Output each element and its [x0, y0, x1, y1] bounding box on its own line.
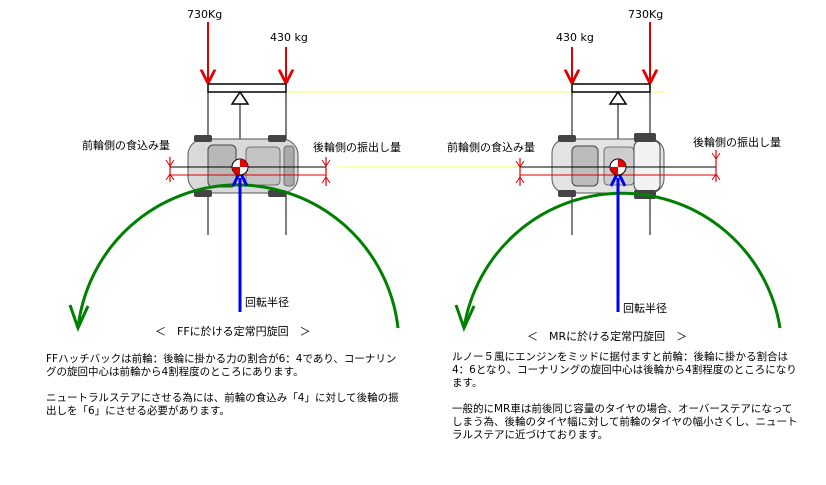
mr-front-weight-label: 430 kg — [556, 31, 594, 44]
arc-arrowhead — [454, 304, 476, 333]
ff-front-weight-label: 730Kg — [187, 8, 223, 21]
fulcrum-icon — [230, 90, 250, 105]
mr-paragraph-1: ルノー５風にエンジンをミッドに据付ますと前輪：後輪に掛かる割合は4：6となり、コ… — [452, 351, 797, 389]
ff-rear-swing-label: 後輪側の振出し量 — [313, 141, 401, 154]
mr-front-intrusion-label: 前輪側の食込み量 — [447, 141, 535, 154]
turn-center-icon — [231, 158, 249, 176]
front-intrusion-marker — [515, 158, 525, 186]
ff-diagram — [68, 22, 400, 333]
ff-radius-label: 回転半径 — [245, 296, 289, 309]
ff-description: FFハッチバックは前輪：後輪に掛かる力の割合が6：4であり、コーナリングの旋回中… — [46, 353, 406, 431]
ff-front-intrusion-label: 前輪側の食込み量 — [82, 139, 170, 152]
mr-paragraph-2: 一般的にMR車は前後同じ容量のタイヤの場合、オーバーステアになってしまう為、後輪… — [452, 403, 798, 441]
ff-caption: ＜ FFに於ける定常円旋回 ＞ — [155, 325, 311, 338]
turning-arc — [462, 191, 782, 329]
ff-rear-weight-label: 430 kg — [270, 31, 308, 44]
turn-center-icon — [609, 158, 627, 176]
mr-rear-weight-label: 730Kg — [628, 8, 664, 21]
mr-caption: ＜ MRに於ける定常円旋回 ＞ — [527, 330, 688, 343]
mr-radius-label: 回転半径 — [623, 302, 667, 315]
balance-beam — [571, 83, 651, 93]
arc-arrowhead — [68, 304, 90, 333]
fulcrum-icon — [608, 90, 628, 105]
mr-rear-swing-label: 後輪側の振出し量 — [693, 136, 781, 149]
turning-arc — [76, 183, 400, 329]
mr-car-icon — [551, 133, 665, 199]
rear-swing-marker — [321, 157, 331, 186]
mr-description: ルノー５風にエンジンをミッドに据付ますと前輪：後輪に掛かる割合は4：6となり、コ… — [452, 351, 800, 455]
ff-paragraph-1: FFハッチバックは前輪：後輪に掛かる力の割合が6：4であり、コーナリングの旋回中… — [46, 353, 397, 378]
rear-swing-marker — [711, 150, 721, 182]
front-intrusion-marker — [165, 157, 175, 182]
ff-paragraph-2: ニュートラルステアにさせる為には、前輪の食込み「4」に対して後輪の振出しを「6」… — [46, 392, 399, 417]
mr-diagram — [454, 22, 782, 333]
balance-beam — [207, 83, 287, 93]
